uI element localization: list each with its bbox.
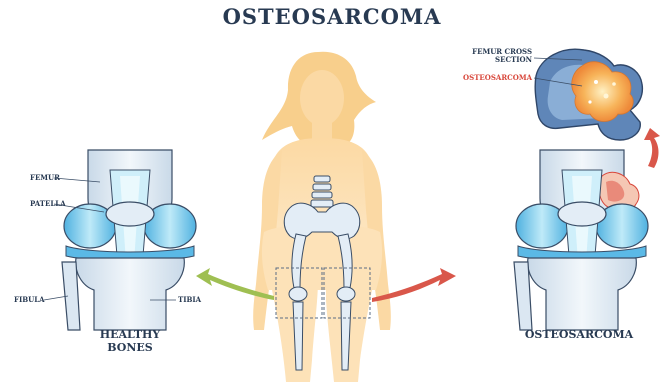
- caption-healthy-bones: HEALTHY BONES: [70, 328, 190, 354]
- neck: [312, 118, 332, 140]
- label-femur-cross-section-line2: SECTION: [462, 56, 532, 64]
- caption-healthy-line2: BONES: [70, 341, 190, 354]
- label-osteosarcoma-cross-section: OSTEOSARCOMA: [452, 74, 532, 82]
- right-knee: [337, 287, 355, 301]
- caption-healthy-line1: HEALTHY: [70, 328, 190, 341]
- head: [300, 70, 344, 126]
- label-tibia: TIBIA: [178, 296, 201, 304]
- human-figure: [253, 52, 391, 382]
- page-title: OSTEOSARCOMA: [0, 4, 664, 29]
- femur-cross-section: [534, 49, 642, 140]
- label-femur: FEMUR: [30, 174, 60, 182]
- label-patella: PATELLA: [30, 200, 66, 208]
- healthy-knee: [44, 150, 196, 330]
- arrow-up-curved-icon: [644, 128, 660, 168]
- osteosarcoma-knee: [514, 150, 648, 330]
- caption-osteosarcoma: OSTEOSARCOMA: [494, 328, 664, 341]
- spine: [311, 176, 333, 207]
- label-fibula: FIBULA: [14, 296, 45, 304]
- left-knee: [289, 287, 307, 301]
- label-femur-cross-section: FEMUR CROSS SECTION: [462, 48, 532, 64]
